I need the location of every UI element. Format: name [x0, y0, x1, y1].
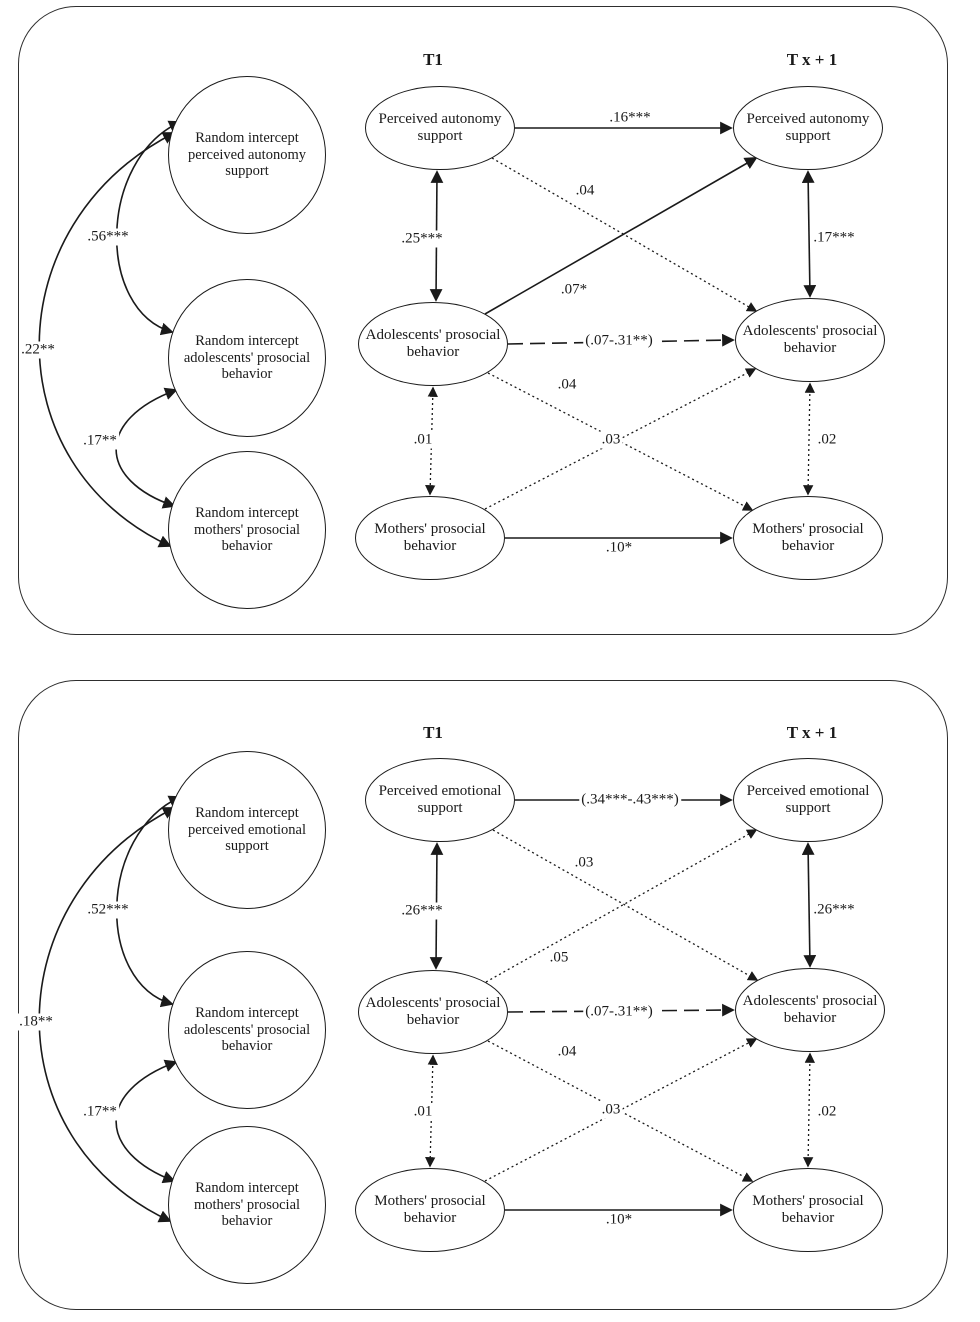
covariance-arrow-tx1-bottom-p1: [802, 382, 816, 496]
cross-arrow-adolescents-to-support-p2: [485, 829, 758, 983]
ri-correlation-label-top-middle-p1: .56***: [85, 228, 131, 246]
tx1-node-mothers-p2: Mothers' prosocial behavior: [733, 1168, 883, 1252]
coef-stability-support-p1: .16***: [607, 109, 653, 127]
covariance-arrow-tx1-bottom-p2: [802, 1052, 816, 1168]
coef-covariance-tx1-top-p1: .17***: [811, 229, 857, 247]
ri-correlation-label-middle-bottom-p1: .17**: [81, 432, 119, 450]
column-header-t1-p1: T1: [423, 50, 443, 69]
cross-arrow-adolescents-to-support-p1: [484, 157, 758, 315]
coef-stability-adolescents-p1: (.07-.31**): [583, 332, 655, 350]
coef-covariance-tx1-bottom-p1: .02: [815, 431, 839, 449]
ri-node-mothers-p2: Random intercept mothers' prosocial beha…: [168, 1126, 326, 1284]
ri-correlation-curve-top-bottom-p2: [38, 807, 176, 1223]
ri-correlation-label-middle-bottom-p2: .17**: [81, 1103, 119, 1121]
ri-correlation-label-top-bottom-p1: .22**: [19, 341, 57, 359]
coef-cross-adolescents-to-support-p2: .05: [547, 949, 571, 967]
coef-cross-adolescents-to-support-p1: .07*: [558, 281, 590, 299]
ri-correlation-curve-top-bottom-p1: [38, 132, 176, 548]
tx1-node-support-p1: Perceived autonomy support: [733, 86, 883, 170]
t1-node-adolescents-p1: Adolescents' prosocial behavior: [358, 302, 508, 386]
ri-node-support-p2: Random intercept perceived emotional sup…: [168, 751, 326, 909]
coef-cross-adolescents-to-mothers-p2: .04: [555, 1043, 579, 1061]
tx1-node-support-p2: Perceived emotional support: [733, 758, 883, 842]
t1-node-support-p1: Perceived autonomy support: [365, 86, 515, 170]
coef-covariance-t1-top-p2: .26***: [399, 902, 445, 920]
coef-cross-support-to-adolescents-p1: .04: [573, 182, 597, 200]
panel-border-emotional: [18, 680, 948, 1310]
ri-node-support-p1: Random intercept perceived autonomy supp…: [168, 76, 326, 234]
t1-node-support-p2: Perceived emotional support: [365, 758, 515, 842]
panel-border-autonomy: [18, 6, 948, 635]
coef-covariance-tx1-bottom-p2: .02: [815, 1103, 839, 1121]
ri-node-adolescents-p1: Random intercept adolescents' prosocial …: [168, 279, 326, 437]
tx1-node-adolescents-p2: Adolescents' prosocial behavior: [735, 968, 885, 1052]
ri-node-mothers-p1: Random intercept mothers' prosocial beha…: [168, 451, 326, 609]
column-header-tx1-p1: T x + 1: [786, 50, 838, 69]
covariance-arrow-tx1-top-p2: [801, 842, 817, 968]
ri-correlation-curve-middle-bottom-p1: [115, 387, 178, 509]
coef-cross-mothers-to-adolescents-p1: .03: [599, 431, 623, 449]
cross-arrow-support-to-adolescents-p2: [492, 829, 759, 981]
tx1-node-mothers-p1: Mothers' prosocial behavior: [733, 496, 883, 580]
coef-cross-support-to-adolescents-p2: .03: [572, 854, 596, 872]
coef-cross-adolescents-to-mothers-p1: .04: [555, 376, 579, 394]
coef-covariance-tx1-top-p2: .26***: [811, 901, 857, 919]
coef-stability-support-p2: (.34***-.43***): [579, 791, 681, 809]
ri-correlation-curve-middle-bottom-p2: [115, 1059, 178, 1184]
coef-covariance-t1-bottom-p2: .01: [411, 1103, 435, 1121]
coef-stability-mothers-p1: .10*: [603, 539, 635, 557]
coef-stability-mothers-p2: .10*: [603, 1211, 635, 1229]
ri-correlation-label-top-bottom-p2: .18**: [17, 1013, 55, 1031]
cross-arrow-mothers-to-adolescents-p2: [484, 1038, 758, 1182]
cross-arrow-mothers-to-adolescents-p1: [484, 368, 757, 510]
coef-covariance-t1-top-p1: .25***: [399, 230, 445, 248]
t1-node-mothers-p1: Mothers' prosocial behavior: [355, 496, 505, 580]
ri-node-adolescents-p2: Random intercept adolescents' prosocial …: [168, 951, 326, 1109]
coef-covariance-t1-bottom-p1: .01: [411, 431, 435, 449]
covariance-arrow-tx1-top-p1: [801, 170, 817, 298]
coef-cross-mothers-to-adolescents-p2: .03: [599, 1101, 623, 1119]
column-header-tx1-p2: T x + 1: [786, 723, 838, 742]
tx1-node-adolescents-p1: Adolescents' prosocial behavior: [735, 298, 885, 382]
coef-stability-adolescents-p2: (.07-.31**): [583, 1003, 655, 1021]
ri-correlation-label-top-middle-p2: .52***: [85, 901, 131, 919]
column-header-t1-p2: T1: [423, 723, 443, 742]
t1-node-adolescents-p2: Adolescents' prosocial behavior: [358, 970, 508, 1054]
cross-arrow-support-to-adolescents-p1: [491, 157, 758, 312]
t1-node-mothers-p2: Mothers' prosocial behavior: [355, 1168, 505, 1252]
